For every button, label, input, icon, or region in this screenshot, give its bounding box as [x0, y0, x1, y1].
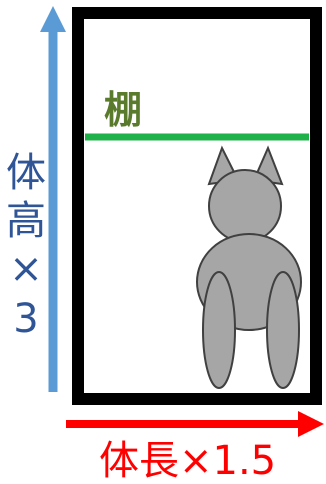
cat-leg-right: [266, 271, 300, 389]
shelf-label: 棚: [104, 88, 142, 132]
height-label-char-4: 3: [13, 296, 38, 342]
cat-back-view-icon: [196, 145, 302, 389]
height-label: 体 高 × 3: [6, 150, 46, 342]
cat-leg-left: [202, 271, 236, 389]
width-arrow: [66, 411, 324, 437]
height-label-char-2: 高: [6, 198, 46, 244]
width-arrow-head: [298, 411, 324, 437]
width-label: 体長×1.5: [99, 438, 276, 484]
height-arrow: [40, 6, 66, 392]
height-arrow-head: [40, 6, 66, 32]
height-label-char-3: ×: [9, 246, 43, 292]
cat-head: [208, 169, 282, 243]
height-label-char-1: 体: [6, 150, 46, 196]
cage-frame: [72, 7, 322, 405]
